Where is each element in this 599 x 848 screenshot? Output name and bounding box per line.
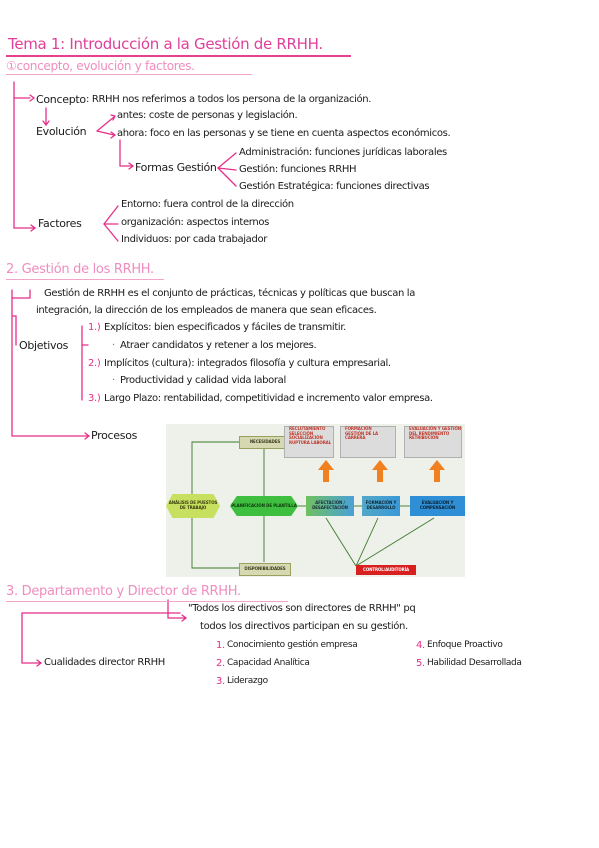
formas-gestion-label: Formas Gestión xyxy=(135,161,217,174)
objetivo-num: 2.) xyxy=(88,358,101,369)
node-analisis-puestos: ANÁLISIS DE PUESTOS DE TRABAJO xyxy=(166,494,220,518)
evolucion-ahora: ahora: foco en las personas y se tiene e… xyxy=(117,128,451,139)
objetivos-label: Objetivos xyxy=(19,339,69,352)
node-evaluacion: EVALUACIÓN Y COMPENSACIÓN xyxy=(410,496,465,516)
section1-title: Tema 1: Introducción a la Gestión de RRH… xyxy=(8,35,323,53)
cualidad-num: 2. xyxy=(216,658,225,669)
objetivo-bullet: · xyxy=(112,340,115,351)
forma-gestion-estrategica: Gestión Estratégica: funciones directiva… xyxy=(239,181,430,192)
node-necesidades: NECESIDADES xyxy=(239,436,291,449)
cualidades-label: Cualidades director RRHH xyxy=(44,657,165,668)
section3-underline xyxy=(6,601,288,602)
objetivo-text: Explícitos: bien especificados y fáciles… xyxy=(104,322,346,333)
procesos-label: Procesos xyxy=(91,429,138,442)
cualidad-text: Habilidad Desarrollada xyxy=(427,658,522,668)
node-formacion: FORMACIÓN Y DESARROLLO xyxy=(362,496,400,516)
grey-box-reclutamiento: RECLUTAMIENTO SELECCIÓN SOCIALIZACIÓN RU… xyxy=(284,426,334,458)
objetivo-text: Implícitos (cultura): integrados filosof… xyxy=(104,358,391,369)
definition-line1: Gestión de RRHH es el conjunto de prácti… xyxy=(44,288,416,299)
factor-individuos: Individuos: por cada trabajador xyxy=(121,234,267,245)
factor-organizacion: organización: aspectos internos xyxy=(121,217,270,228)
cualidad-num: 4. xyxy=(416,640,425,651)
objetivo-text: Atraer candidatos y retener a los mejore… xyxy=(120,340,317,351)
objetivo-bullet: · xyxy=(112,375,115,386)
cualidad-text: Conocimiento gestión empresa xyxy=(227,640,358,650)
grey-box-line: FORMACIÓN xyxy=(345,426,372,431)
forma-gestion: Gestión: funciones RRHH xyxy=(239,164,357,175)
factores-label: Factores xyxy=(38,217,82,230)
section2-title: 2. Gestión de los RRHH. xyxy=(6,262,154,277)
cualidad-num: 3. xyxy=(216,676,225,687)
evolucion-label: Evolución xyxy=(36,125,87,138)
cualidad-text: Capacidad Analítica xyxy=(227,658,310,668)
objetivo-num: 3.) xyxy=(88,393,101,404)
diagram-arrows xyxy=(191,441,445,569)
quote-line2: todos los directivos participan en su ge… xyxy=(200,621,408,632)
cualidad-text: Enfoque Proactivo xyxy=(427,640,503,650)
node-planificacion: PLANIFICACIÓN DE PLANTILLA xyxy=(230,496,298,516)
section3-title: 3. Departamento y Director de RRHH. xyxy=(6,584,241,599)
grey-box-line: SOCIALIZACIÓN xyxy=(289,435,323,441)
concepto-text: : RRHH nos referimos a todos los persona… xyxy=(86,94,372,105)
node-afectacion: AFECTACIÓN / DESAFECTACIÓN xyxy=(306,496,354,516)
concepto-label: Concepto xyxy=(36,93,86,106)
objetivo-num: 1.) xyxy=(88,322,101,333)
grey-box-line: RECLUTAMIENTO xyxy=(289,426,326,431)
cualidad-num: 1. xyxy=(216,640,225,651)
forma-administracion: Administración: funciones jurídicas labo… xyxy=(239,147,447,158)
section1-subtitle: ①concepto, evolución y factores. xyxy=(6,59,195,73)
node-disponibilidades: DISPONIBILIDADES xyxy=(239,563,291,576)
grey-box-evaluacion: EVALUACIÓN Y GESTIÓN DEL RENDIMIENTO RET… xyxy=(404,426,462,458)
grey-box-line: RETRIBUCIÓN xyxy=(409,435,439,441)
grey-box-line: DEL RENDIMIENTO xyxy=(409,430,450,436)
objetivo-text: Largo Plazo: rentabilidad, competitivida… xyxy=(104,393,433,404)
subtitle-underline xyxy=(6,74,252,75)
cualidad-num: 5. xyxy=(416,658,425,669)
grey-box-line: GESTIÓN DE LA CARRERA xyxy=(345,430,379,441)
procesos-diagram: NECESIDADES DISPONIBILIDADES ANÁLISIS DE… xyxy=(166,424,465,577)
factor-entorno: Entorno: fuera control de la dirección xyxy=(121,199,294,210)
quote-line1: "Todos los directivos son directores de … xyxy=(188,603,416,614)
section2-underline xyxy=(6,279,164,280)
title-underline xyxy=(6,55,351,57)
evolucion-antes: antes: coste de personas y legislación. xyxy=(117,110,298,121)
objetivo-text: Productividad y calidad vida laboral xyxy=(120,375,286,386)
grey-box-line: SELECCIÓN xyxy=(289,430,314,436)
node-control-auditoria: CONTROL/AUDITORÍA xyxy=(356,565,416,575)
grey-box-line: EVALUACIÓN Y GESTIÓN xyxy=(409,426,461,431)
grey-box-line: RUPTURA LABORAL xyxy=(289,439,332,445)
grey-box-formacion: FORMACIÓN GESTIÓN DE LA CARRERA xyxy=(340,426,396,458)
cualidad-text: Liderazgo xyxy=(227,676,268,686)
definition-line2: integración, la dirección de los emplead… xyxy=(36,305,377,316)
